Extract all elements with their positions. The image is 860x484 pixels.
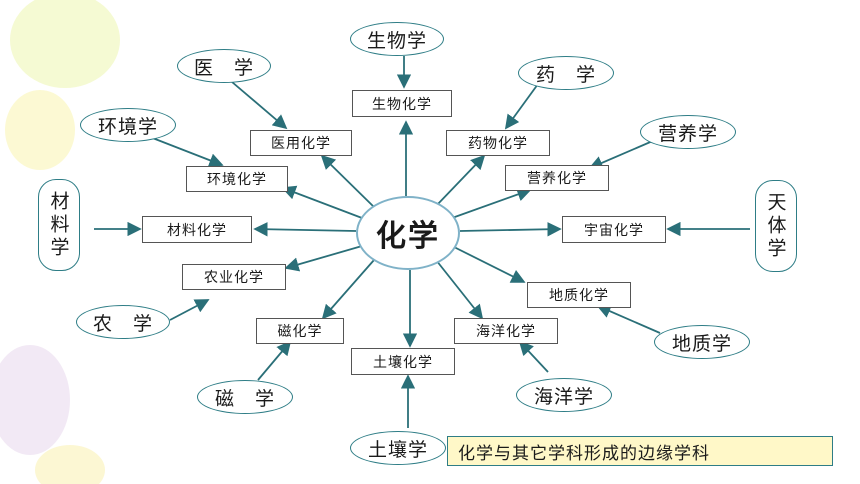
center-node-chemistry: 化学 [356,196,460,270]
subfield-biochemistry: 生物化学 [352,90,452,117]
field-astronomy: 天体学 [755,180,797,272]
subfield-nutrition-chemistry: 营养化学 [505,165,609,191]
field-magnetism: 磁 学 [197,380,293,414]
subfield-cosmochemistry: 宇宙化学 [562,216,666,243]
field-geology: 地质学 [654,325,750,359]
subfield-soil-chemistry: 土壤化学 [351,348,455,375]
field-agriculture: 农 学 [76,305,170,339]
caption-box: 化学与其它学科形成的边缘学科 [447,436,833,466]
subfield-geochemistry: 地质化学 [527,282,631,308]
field-oceanography: 海洋学 [516,378,612,412]
field-environment: 环境学 [80,108,176,142]
field-nutrition: 营养学 [640,115,736,149]
subfield-pharmaceutical-chemistry: 药物化学 [446,130,550,156]
field-biology: 生物学 [350,22,444,56]
field-medicine: 医 学 [177,49,271,83]
subfield-materials-chemistry: 材料化学 [142,216,252,243]
subfield-agricultural-chemistry: 农业化学 [182,264,286,290]
subfield-environmental-chemistry: 环境化学 [186,166,288,192]
field-soil: 土壤学 [350,431,446,465]
subfield-marine-chemistry: 海洋化学 [454,318,558,344]
subfield-magnetochemistry: 磁化学 [256,318,344,344]
subfield-medical-chemistry: 医用化学 [250,130,352,156]
field-materials: 材料学 [38,179,80,271]
field-pharmacy: 药 学 [518,56,614,90]
